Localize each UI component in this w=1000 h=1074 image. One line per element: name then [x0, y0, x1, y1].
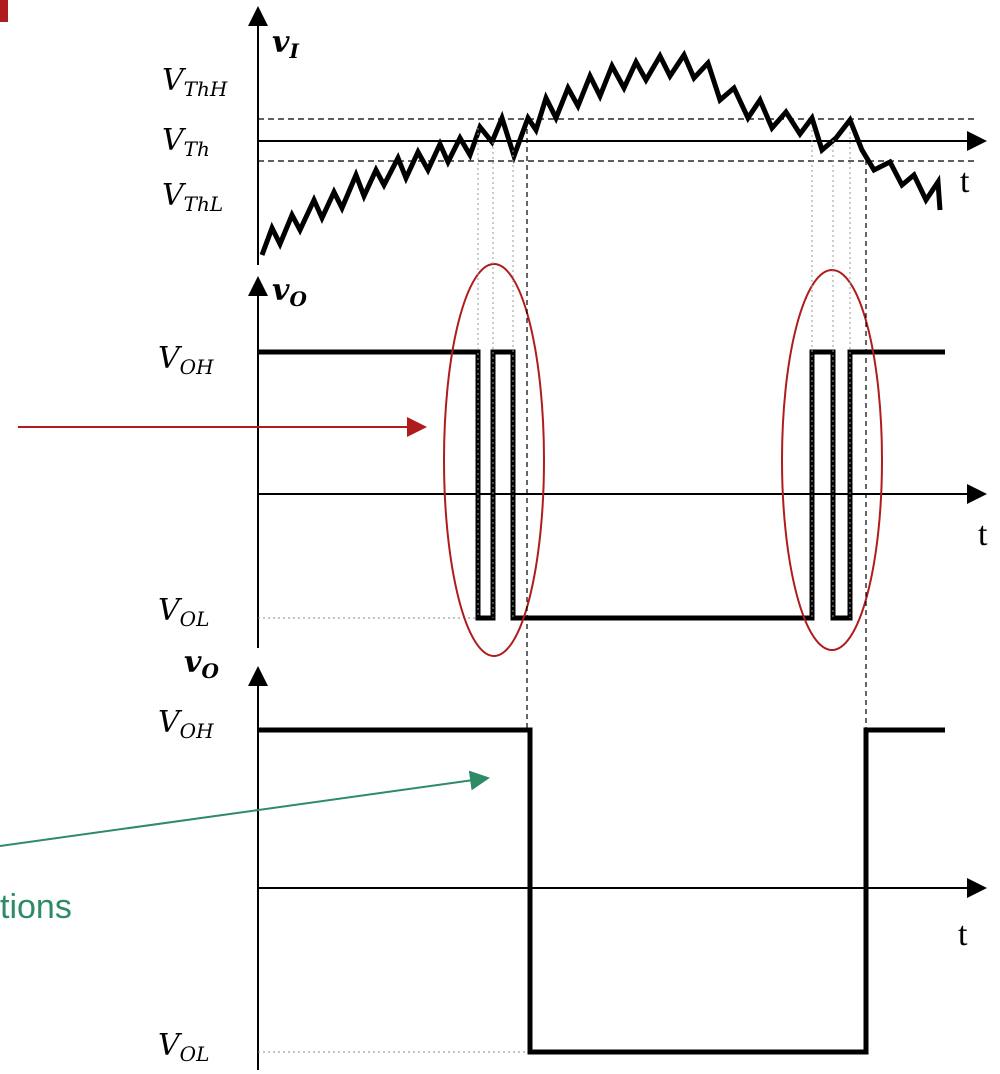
output2-time-label: t [958, 916, 968, 953]
output2-clean-signal [258, 727, 945, 1055]
output1-time-label: t [978, 516, 988, 553]
threshold-low-label: VThL [162, 178, 223, 216]
output1-axis-label: vO [272, 273, 307, 311]
annotation-text: tions [0, 888, 72, 926]
input-axis-label: vI [272, 25, 299, 63]
output2-low-label: VOL [158, 1028, 209, 1066]
output1-chattering-signal [258, 349, 945, 621]
title-accent [0, 0, 8, 22]
crossing-guides [477, 120, 867, 730]
output-panel-1: vO t VOH VOL [18, 263, 988, 657]
annotation-pointer-arrow [0, 770, 490, 847]
output1-high-label: VOH [158, 341, 214, 379]
chatter-highlight-left [443, 263, 545, 657]
input-panel: vI t VThH VTh VThL [162, 6, 987, 265]
chatter-highlight-right [781, 269, 883, 651]
output-panel-2: vO t VOH VOL tions [0, 645, 987, 1070]
threshold-label: VTh [162, 123, 210, 161]
input-time-label: t [960, 163, 970, 200]
threshold-high-label: VThH [162, 63, 228, 101]
noisy-input-signal [259, 49, 943, 256]
output1-low-label: VOL [158, 593, 209, 631]
output2-axis-label: vO [184, 645, 219, 683]
output2-high-label: VOH [158, 705, 214, 743]
